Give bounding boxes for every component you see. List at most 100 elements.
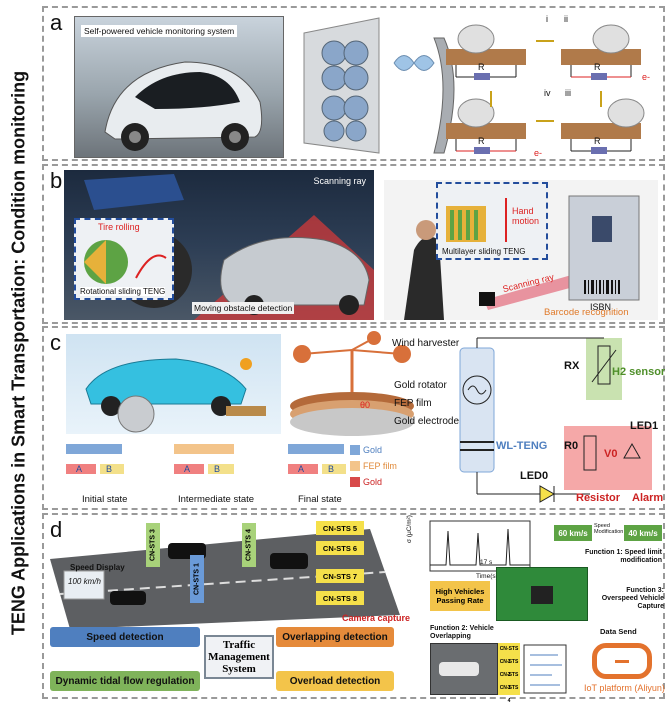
v0-label: V0 [604, 448, 618, 460]
legend-label-gold: Gold [363, 445, 383, 455]
panel-a-letter: a [50, 10, 63, 35]
teng-working-states [446, 24, 645, 154]
speed-60: 60 km/s [554, 525, 592, 541]
sensor-cn-sts-3-label: CN-STS 3 [149, 529, 157, 561]
panel-d-letter: d [50, 517, 63, 542]
step-iv: iv [544, 88, 551, 98]
data-send-label: Data Send [600, 627, 637, 636]
traffic-management-system: Traffic Management System [204, 635, 274, 679]
iot-cloud-icon [592, 643, 652, 679]
legend-item-gold-2: Gold [350, 474, 410, 490]
speed-display-label: Speed Display [70, 563, 125, 572]
speed-detection-label: Speed detection [86, 631, 164, 643]
speed-mod-label: Speed Modification [594, 523, 624, 535]
chart-ylabel: σ (μC/m²) [406, 515, 413, 543]
sensor-cn-sts-7: CN-STS 7 [316, 569, 364, 583]
camera-capture-label: Camera capture [342, 613, 411, 623]
sensor-cn-sts-6-label: CN-STS 6 [322, 543, 358, 553]
wind-harvester-drawing [290, 331, 414, 436]
overlapping-detection-bar: Overlapping detection [276, 627, 394, 647]
scanning-ray-top-label: Scanning ray [313, 176, 366, 186]
multilayer-teng-label: Multilayer sliding TENG [442, 247, 526, 256]
signal-chart [429, 520, 531, 572]
isbn-label: ISBN [590, 302, 612, 312]
step-i: i [546, 14, 548, 24]
sensor-cn-sts-5-label: CN-STS 5 [322, 523, 358, 533]
legend-swatch-gold [350, 445, 360, 455]
speed-from-label: 60 km/s [558, 528, 588, 538]
sensor-cn-sts-8: CN-STS 8 [316, 591, 364, 605]
rotational-teng-inset: Tire rolling Rotational sliding TENG [74, 218, 174, 300]
alarm-label: Alarm [632, 492, 664, 504]
h2-sensor-label: H2 sensor [612, 366, 666, 378]
panel-b-letter: b [50, 168, 63, 193]
gold-electrode-label: Gold electrode [394, 416, 460, 427]
overlapping-detection-label: Overlapping detection [282, 631, 388, 643]
barcode-scene: Hand motion Multilayer sliding TENG Scan… [384, 180, 658, 320]
legend-label-fep: FEP film [363, 461, 397, 471]
overlap-chart [523, 644, 567, 694]
panel-c-letter: c [50, 330, 61, 355]
panel-b: b Scanning ray Tire rolling Rotational s… [42, 164, 665, 324]
iot-cloud-dash [615, 660, 629, 663]
electron-label-2: e- [534, 148, 543, 158]
high-vehicles-box: High Vehicles Passing Rate [430, 581, 490, 611]
hand-motion-label: Hand motion [512, 206, 540, 226]
road-scene: Scanning ray Tire rolling Rotational sli… [64, 170, 374, 320]
engine-car-image [66, 334, 281, 434]
state-intermediate: Intermediate state [178, 494, 255, 505]
moving-obstacle-label: Moving obstacle detection [192, 302, 295, 314]
chart-interval: 17 s [480, 559, 493, 566]
legend-item-gold: Gold [350, 442, 410, 458]
overlap-sensor-3: CN-STS 3 [498, 669, 520, 691]
high-vehicles-label: High Vehicles Passing Rate [435, 587, 485, 605]
rotational-teng-disk [84, 240, 167, 284]
electrode-b-1: B [106, 464, 113, 474]
electrode-b-3: B [328, 464, 335, 474]
step-ii: ii [564, 14, 568, 24]
side-title-text: TENG Applications in Smart Transportatio… [8, 70, 29, 636]
car-image: Self-powered vehicle monitoring system [74, 16, 284, 158]
controller-board [496, 567, 588, 621]
sensor-cn-sts-4: CN-STS 4 [242, 523, 256, 567]
smart-road [50, 529, 400, 629]
overlap-sensor-stack: CN-STS 1 CN-STS 2 CN-STS 3 CN-STS 4 [498, 643, 520, 704]
car-drawing [104, 61, 263, 151]
r0-label: R0 [564, 440, 579, 452]
overload-detection-label: Overload detection [289, 675, 381, 687]
sensor-cn-sts-7-label: CN-STS 7 [322, 571, 358, 581]
function3-label: Function 3: Overspeed Vehicle Capture [601, 587, 664, 610]
function1-label: Function 1: Speed limit modification [584, 549, 662, 564]
legend-item-fep: FEP film [350, 458, 410, 474]
board-chip [531, 586, 553, 604]
resistor-r-1: R [478, 62, 485, 72]
fep-film-label: FEP film [394, 398, 432, 409]
dynamic-tidal-bar: Dynamic tidal flow regulation [50, 671, 200, 691]
overload-detection-bar: Overload detection [276, 671, 394, 691]
sensor-cn-sts-5: CN-STS 5 [316, 521, 364, 535]
panel-d: d Speed Display 100 km/h CN-STS 1 CN-STS… [42, 513, 665, 704]
overlap-sensor-1: CN-STS 1 [498, 643, 520, 665]
speed-detection-bar: Speed detection [50, 627, 200, 647]
electrode-a-1: A [76, 464, 83, 474]
legend-label-gold-2: Gold [363, 477, 383, 487]
barcode-recognition-label: Barcode recognition [544, 307, 629, 318]
panel-a: a Self-powered vehicle monitoring system [42, 6, 665, 161]
traffic-management-label: Traffic Management System [208, 639, 270, 675]
legend-swatch-fep [350, 461, 360, 471]
sensor-cn-sts-6: CN-STS 6 [316, 541, 364, 555]
barcode-scene-drawing [404, 195, 640, 320]
legend-swatch-gold-2 [350, 477, 360, 487]
multilayer-teng-inset: Hand motion Multilayer sliding TENG [436, 182, 548, 260]
sensor-cn-sts-1-label: CN-STS 1 [193, 563, 201, 595]
sensor-cn-sts-1: CN-STS 1 [190, 555, 204, 603]
sensor-cn-sts-4-label: CN-STS 4 [245, 529, 253, 561]
sensor-cn-sts-8-label: CN-STS 8 [322, 593, 358, 603]
overlap-sensor-4: CN-STS 4 [498, 682, 520, 704]
legend: Gold FEP film Gold [350, 442, 410, 490]
resistor-r-4: R [594, 136, 601, 146]
step-iii: iii [565, 88, 571, 98]
gold-rotator-label: Gold rotator [394, 380, 447, 391]
h2-sensor-circuit [459, 337, 652, 503]
overlap-car [439, 662, 479, 676]
